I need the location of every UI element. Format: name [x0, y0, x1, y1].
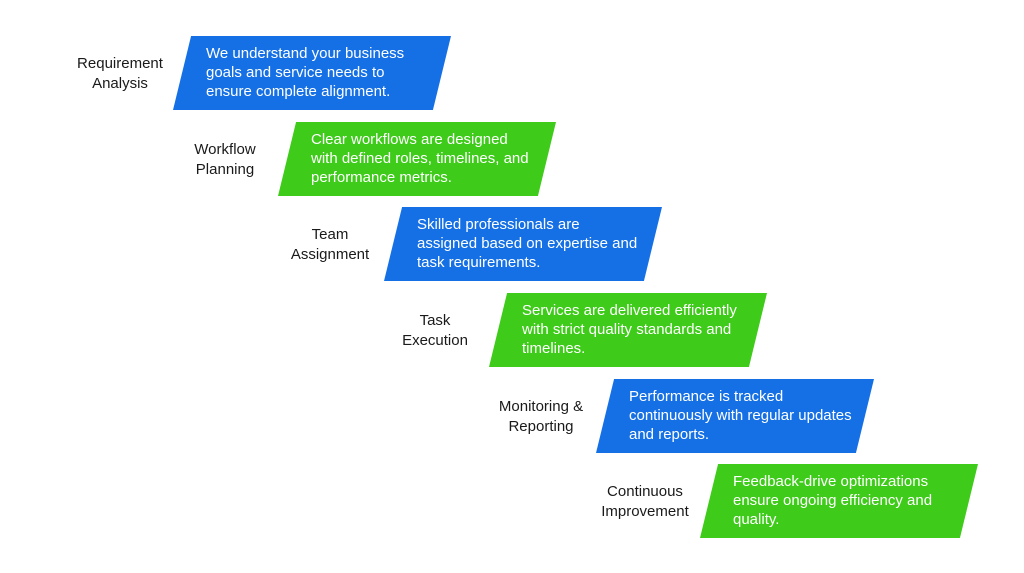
step-description: Feedback-drive optimizations ensure ongo… [733, 473, 933, 528]
step-description: Skilled professionals are assigned based… [417, 216, 638, 271]
step-label-monitoring-reporting: Monitoring & Reporting [476, 397, 606, 437]
step-label-line: Planning [195, 161, 255, 178]
step-description: Performance is tracked continuously with… [629, 388, 852, 443]
step-label-requirement-analysis: Requirement Analysis [55, 54, 185, 94]
step-box-team-assignment: Skilled professionals are assigned based… [384, 207, 662, 281]
step-label-line: Improvement [601, 503, 689, 520]
step-description: Services are delivered efficiently with … [522, 302, 737, 357]
step-label-line: Assignment [290, 246, 370, 263]
step-label-team-assignment: Team Assignment [265, 225, 395, 265]
step-box-requirement-analysis: We understand your business goals and se… [173, 36, 451, 110]
step-description: We understand your business goals and se… [206, 45, 405, 100]
step-label-line: Execution [402, 332, 468, 349]
step-label-line: Reporting [508, 418, 574, 435]
step-label-workflow-planning: Workflow Planning [160, 140, 290, 180]
step-label-line: Requirement [77, 55, 163, 72]
step-box-continuous-improvement: Feedback-drive optimizations ensure ongo… [700, 464, 978, 538]
step-label-line: Monitoring & [498, 398, 584, 415]
step-box-monitoring-reporting: Performance is tracked continuously with… [596, 379, 874, 453]
step-label-line: Team [311, 226, 349, 243]
step-box-workflow-planning: Clear workflows are designed with define… [278, 122, 556, 196]
step-box-task-execution: Services are delivered efficiently with … [489, 293, 767, 367]
step-label-line: Task [419, 312, 451, 329]
step-description: Clear workflows are designed with define… [311, 131, 529, 186]
step-label-line: Continuous [607, 483, 683, 500]
step-label-line: Analysis [92, 75, 148, 92]
step-label-task-execution: Task Execution [370, 311, 500, 351]
step-label-line: Workflow [194, 141, 256, 158]
step-label-continuous-improvement: Continuous Improvement [580, 482, 710, 522]
